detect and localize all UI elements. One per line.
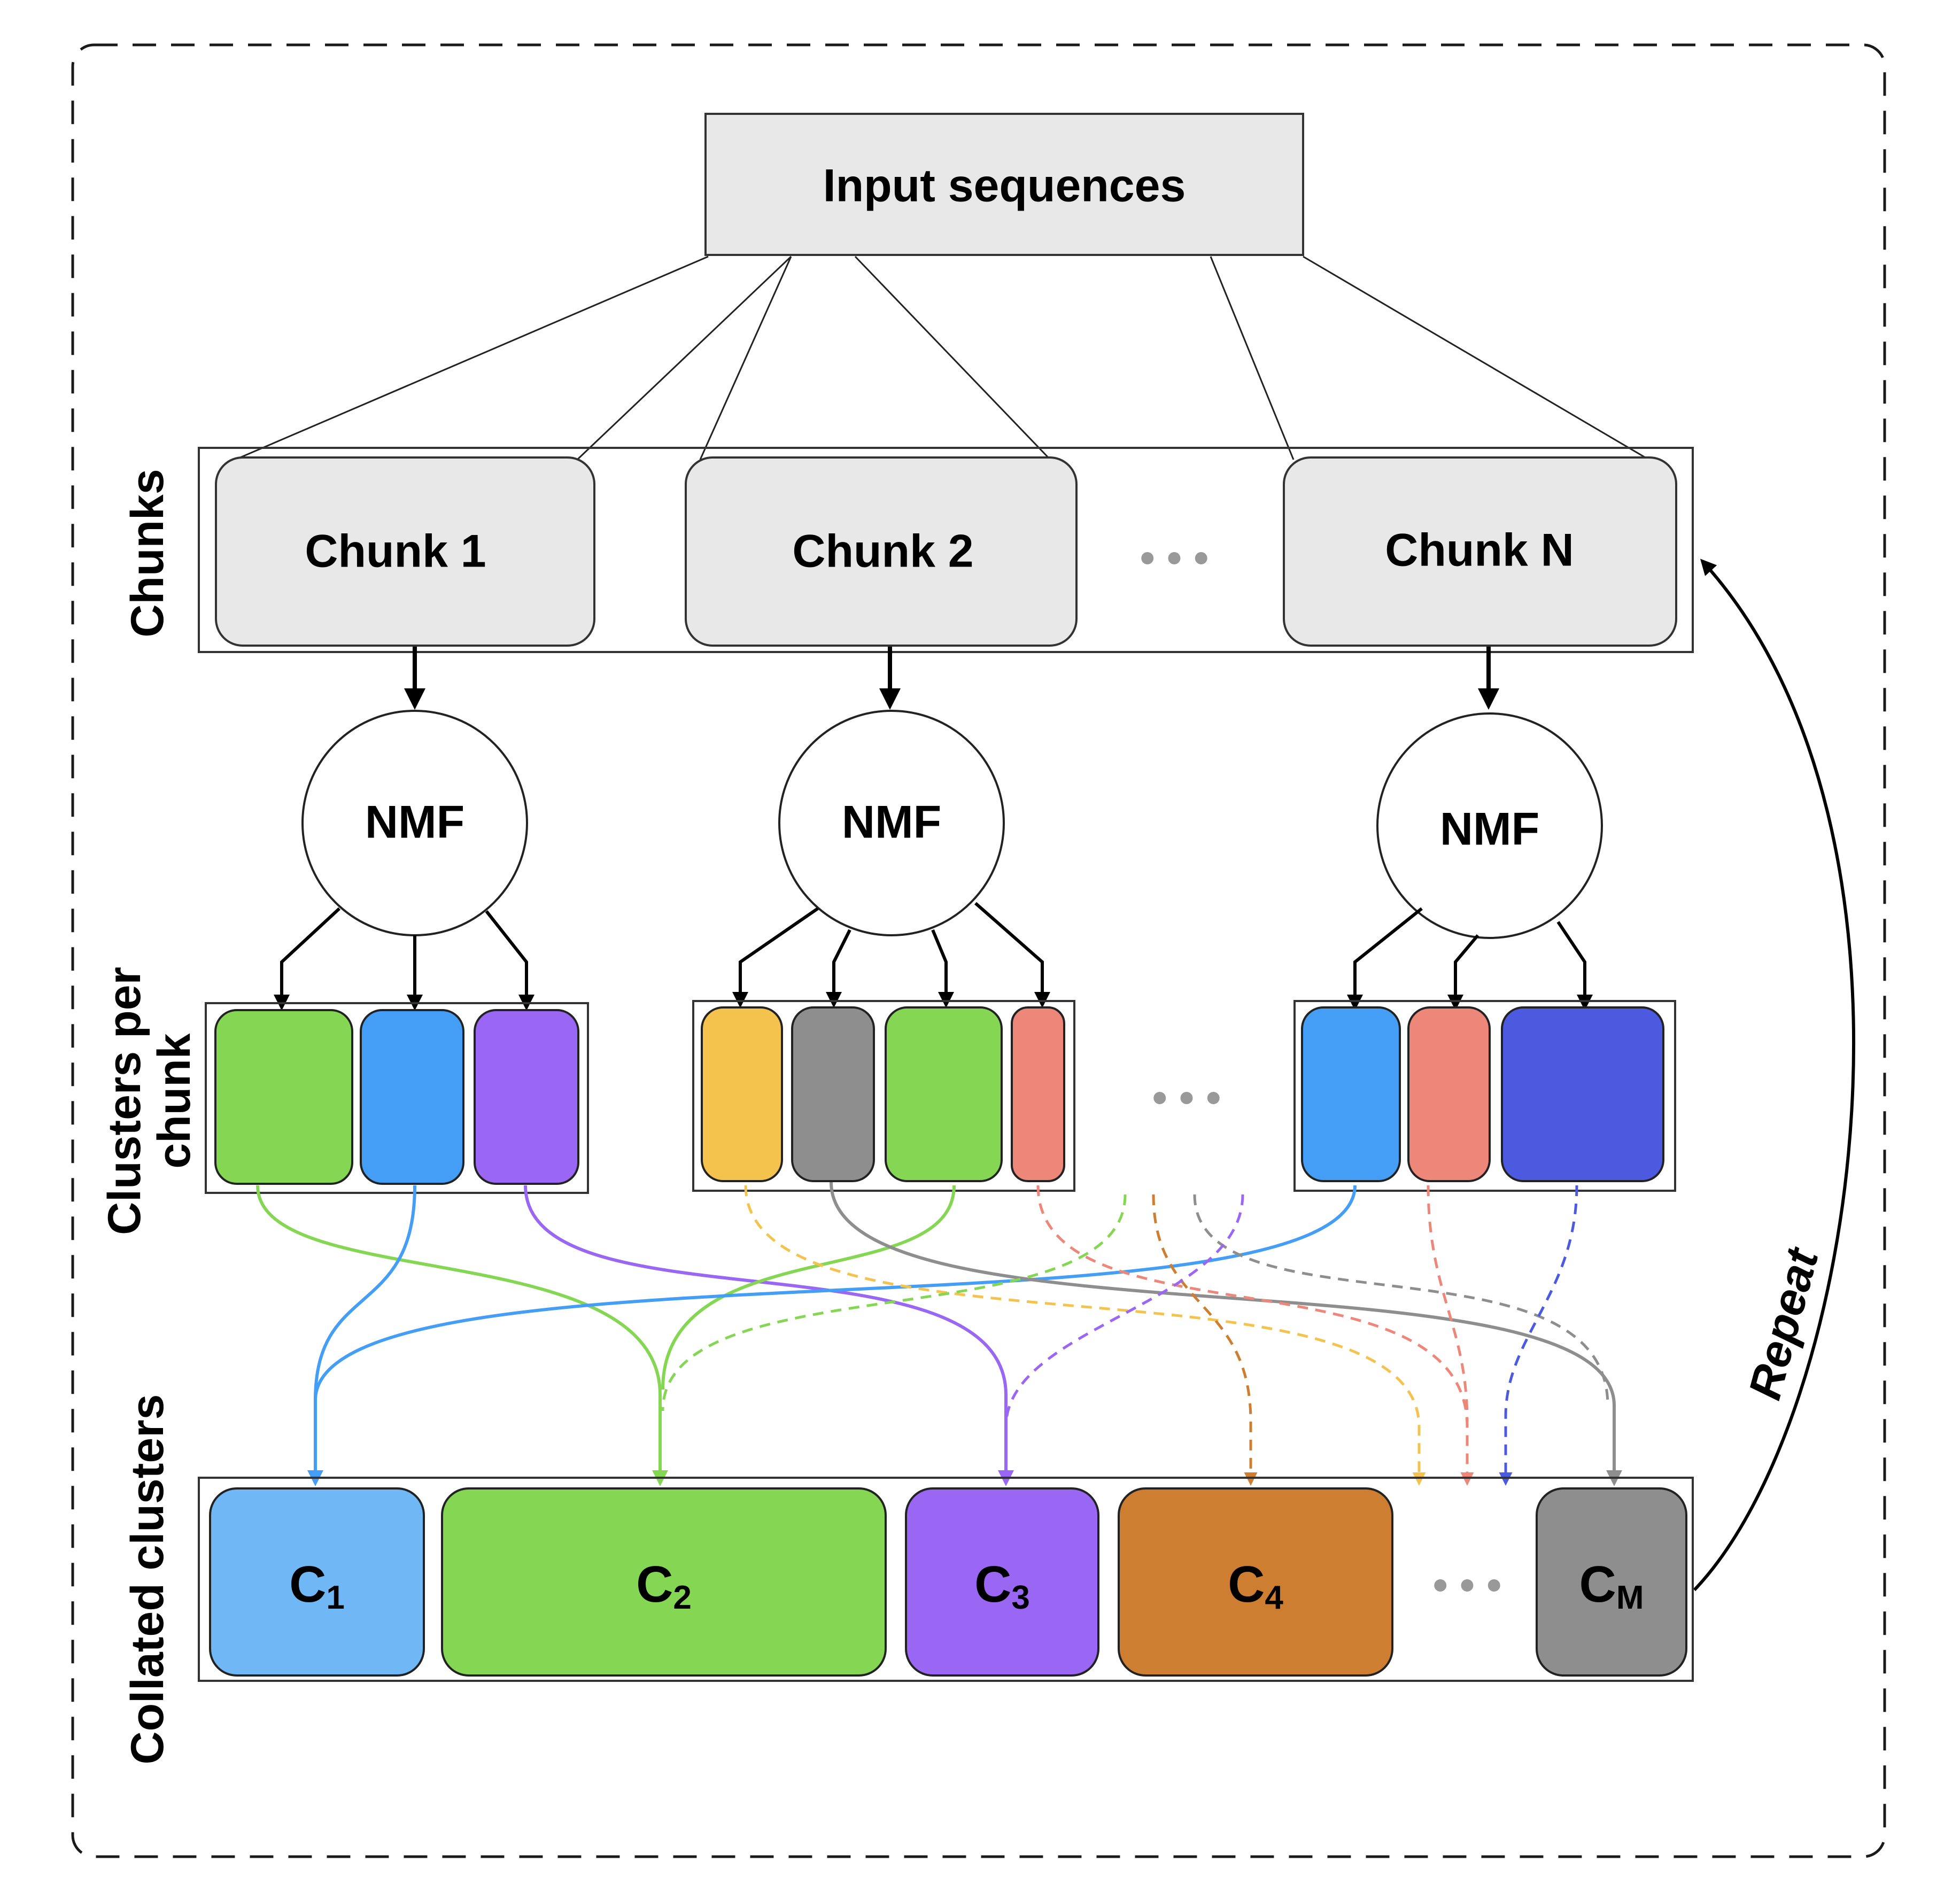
flow-green-chunk2-to-c2	[661, 1185, 956, 1390]
chunk-2: Chunk 2	[685, 456, 1078, 647]
clusters-per-chunk-side-label: Clusters per chunk	[99, 967, 200, 1235]
solid-flow-curves	[256, 1182, 1622, 1486]
collated-c1: C1	[209, 1487, 425, 1677]
clusters-ellipsis: • • •	[1152, 1074, 1221, 1121]
dashed-flow-curves	[661, 1185, 1609, 1486]
input-sequences-node: Input sequences	[704, 113, 1304, 256]
chunk-n: Chunk N	[1283, 456, 1677, 647]
dash-yellow-to-arrow	[744, 1185, 1426, 1486]
dash-salmon-chunk2	[1036, 1185, 1474, 1486]
collated-container	[198, 1477, 1694, 1682]
chunk-1: Chunk 1	[215, 456, 595, 647]
collated-c2: C2	[441, 1487, 887, 1677]
collated-side-label: Collated clusters	[122, 1394, 173, 1765]
input-sequences-label: Input sequences	[823, 160, 1186, 212]
flow-gray-chunk2-to-cm	[830, 1182, 1622, 1486]
dash-purple-to-c3	[1004, 1194, 1244, 1427]
cluster-cn-blue	[1301, 1006, 1401, 1182]
chunk-2-label: Chunk 2	[792, 526, 973, 577]
nmf-n-label: NMF	[1440, 804, 1539, 855]
clusters-chunkn-container	[1293, 1000, 1676, 1192]
outer-dashed-frame	[71, 43, 1886, 1858]
flow-blue-chunkn-to-c1	[314, 1185, 1357, 1401]
collated-c4-label: C4	[1228, 1556, 1283, 1616]
input-to-chunk-lines	[235, 255, 1649, 461]
cluster-c1-green	[214, 1009, 353, 1185]
collated-ellipsis: • • •	[1433, 1561, 1501, 1609]
cluster-c1-purple	[474, 1009, 579, 1185]
collated-c4: C4	[1118, 1487, 1393, 1677]
nmf-1-label: NMF	[365, 797, 464, 848]
collated-c3-label: C3	[974, 1556, 1030, 1616]
cluster-c2-gray	[791, 1006, 875, 1182]
nmf-2-label: NMF	[842, 797, 941, 848]
flow-blue-chunk1-to-c1	[307, 1185, 416, 1486]
cluster-cn-indigo	[1501, 1006, 1664, 1182]
repeat-label: Repeat	[1739, 1242, 1829, 1405]
nmf-node-2: NMF	[778, 710, 1005, 936]
chunk-1-label: Chunk 1	[305, 526, 486, 577]
cluster-c2-yellow	[701, 1006, 783, 1182]
chunk-to-nmf-arrows	[404, 647, 1499, 710]
chunks-container	[198, 447, 1694, 653]
collated-c2-label: C2	[636, 1556, 692, 1616]
nmf-node-1: NMF	[301, 710, 528, 936]
cluster-c2-salmon	[1011, 1006, 1065, 1182]
repeat-arrow	[1693, 558, 1855, 1592]
clusters-chunk1-container	[205, 1002, 589, 1194]
dash-gray-to-cm	[1193, 1194, 1609, 1406]
dash-green-to-c2	[661, 1194, 1127, 1411]
clusters-chunk2-container	[692, 1000, 1075, 1192]
chunks-side-label: Chunks	[122, 469, 173, 637]
collated-cm-label: CM	[1579, 1556, 1644, 1616]
flow-purple-chunk1-to-c3	[524, 1185, 1014, 1486]
nmf-to-cluster-arrows	[274, 902, 1593, 1011]
collated-c3: C3	[905, 1487, 1099, 1677]
collated-c1-label: C1	[289, 1556, 345, 1616]
collated-cm: CM	[1536, 1487, 1687, 1677]
cluster-c1-blue	[360, 1009, 464, 1185]
nmf-node-n: NMF	[1376, 712, 1603, 939]
dash-indigo-to-arrow	[1499, 1185, 1578, 1486]
chunk-n-label: Chunk N	[1385, 525, 1574, 576]
dash-salmon-chunkn	[1427, 1185, 1469, 1422]
cluster-cn-salmon	[1407, 1006, 1491, 1182]
cluster-c2-green	[885, 1006, 1003, 1182]
clusters-side-label-line2: chunk	[149, 1033, 200, 1168]
dash-orange-to-c4	[1152, 1194, 1258, 1486]
flow-green-chunk1-to-c2	[256, 1185, 668, 1486]
chunks-ellipsis: • • •	[1140, 534, 1208, 581]
clusters-side-label-line1: Clusters per	[99, 967, 150, 1235]
